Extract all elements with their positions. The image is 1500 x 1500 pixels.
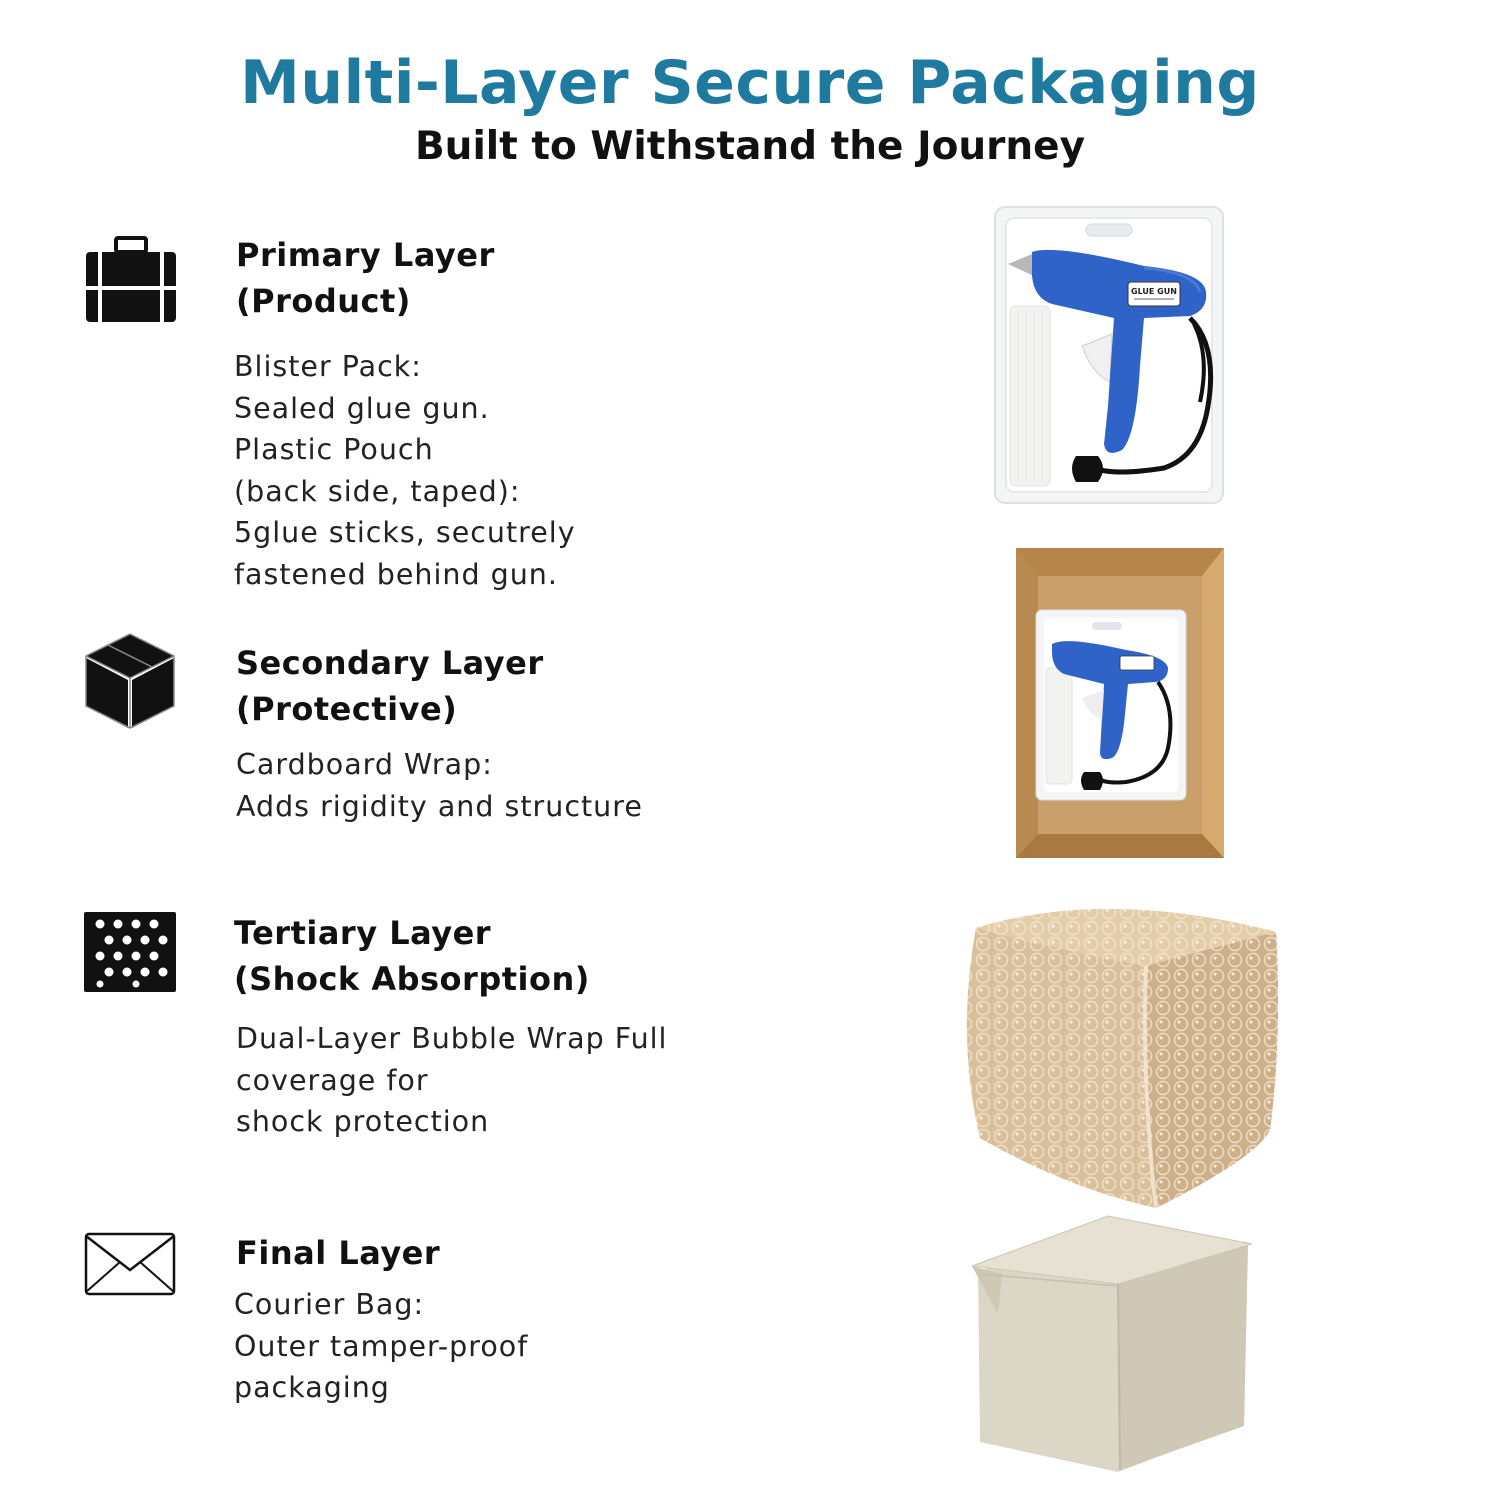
heading-line: Tertiary Layer [234,914,492,952]
glue-gun-blister-pack-image: GLUE GUN [994,206,1224,504]
description-line: Sealed glue gun. [234,391,490,425]
box-icon [84,632,176,730]
heading-line: (Shock Absorption) [234,960,590,998]
tertiary-layer-heading: Tertiary Layer (Shock Absorption) [234,910,590,1002]
description-line: Cardboard Wrap: [236,748,493,781]
tertiary-layer-description: Dual-Layer Bubble Wrap Full coverage for… [236,1018,667,1143]
bubble-wrapped-cube-image [956,888,1280,1214]
secondary-layer-description: Cardboard Wrap: Adds rigidity and struct… [236,744,643,827]
courier-bag-box-image [968,1214,1252,1474]
gun-label: GLUE GUN [1131,287,1177,296]
page-title: Multi-Layer Secure Packaging [240,48,1260,118]
description-line: Blister Pack: [234,350,422,383]
description-line: 5glue sticks, secutrely [234,516,576,549]
description-line: Plastic Pouch [234,433,434,466]
final-layer-heading: Final Layer [236,1230,440,1276]
briefcase-icon [84,236,178,324]
description-line: fastened behind gun. [234,557,558,591]
primary-layer-heading: Primary Layer (Product) [236,232,495,324]
heading-line: (Protective) [236,690,458,728]
envelope-icon [84,1232,176,1296]
heading-line: Secondary Layer [236,644,544,682]
heading-line: Final Layer [236,1234,441,1272]
description-line: shock protection [236,1105,490,1138]
cardboard-box-image [1016,548,1224,858]
description-line: Dual-Layer Bubble Wrap Full [236,1022,668,1055]
primary-layer-description: Blister Pack: Sealed glue gun. Plastic P… [234,346,576,595]
description-line: Adds rigidity and structure [236,789,643,823]
heading-line: (Product) [236,282,411,320]
description-line: packaging [234,1371,390,1404]
description-line: Courier Bag: [234,1288,425,1321]
description-line: (back side, taped): [234,474,521,508]
secondary-layer-heading: Secondary Layer (Protective) [236,640,544,732]
description-line: Outer tamper-proof [234,1329,529,1363]
description-line: coverage for [236,1063,429,1097]
bubble-wrap-icon [84,912,176,992]
final-layer-description: Courier Bag: Outer tamper-proof packagin… [234,1284,528,1409]
heading-line: Primary Layer [236,236,495,274]
page-subtitle: Built to Withstand the Journey [414,124,1086,169]
